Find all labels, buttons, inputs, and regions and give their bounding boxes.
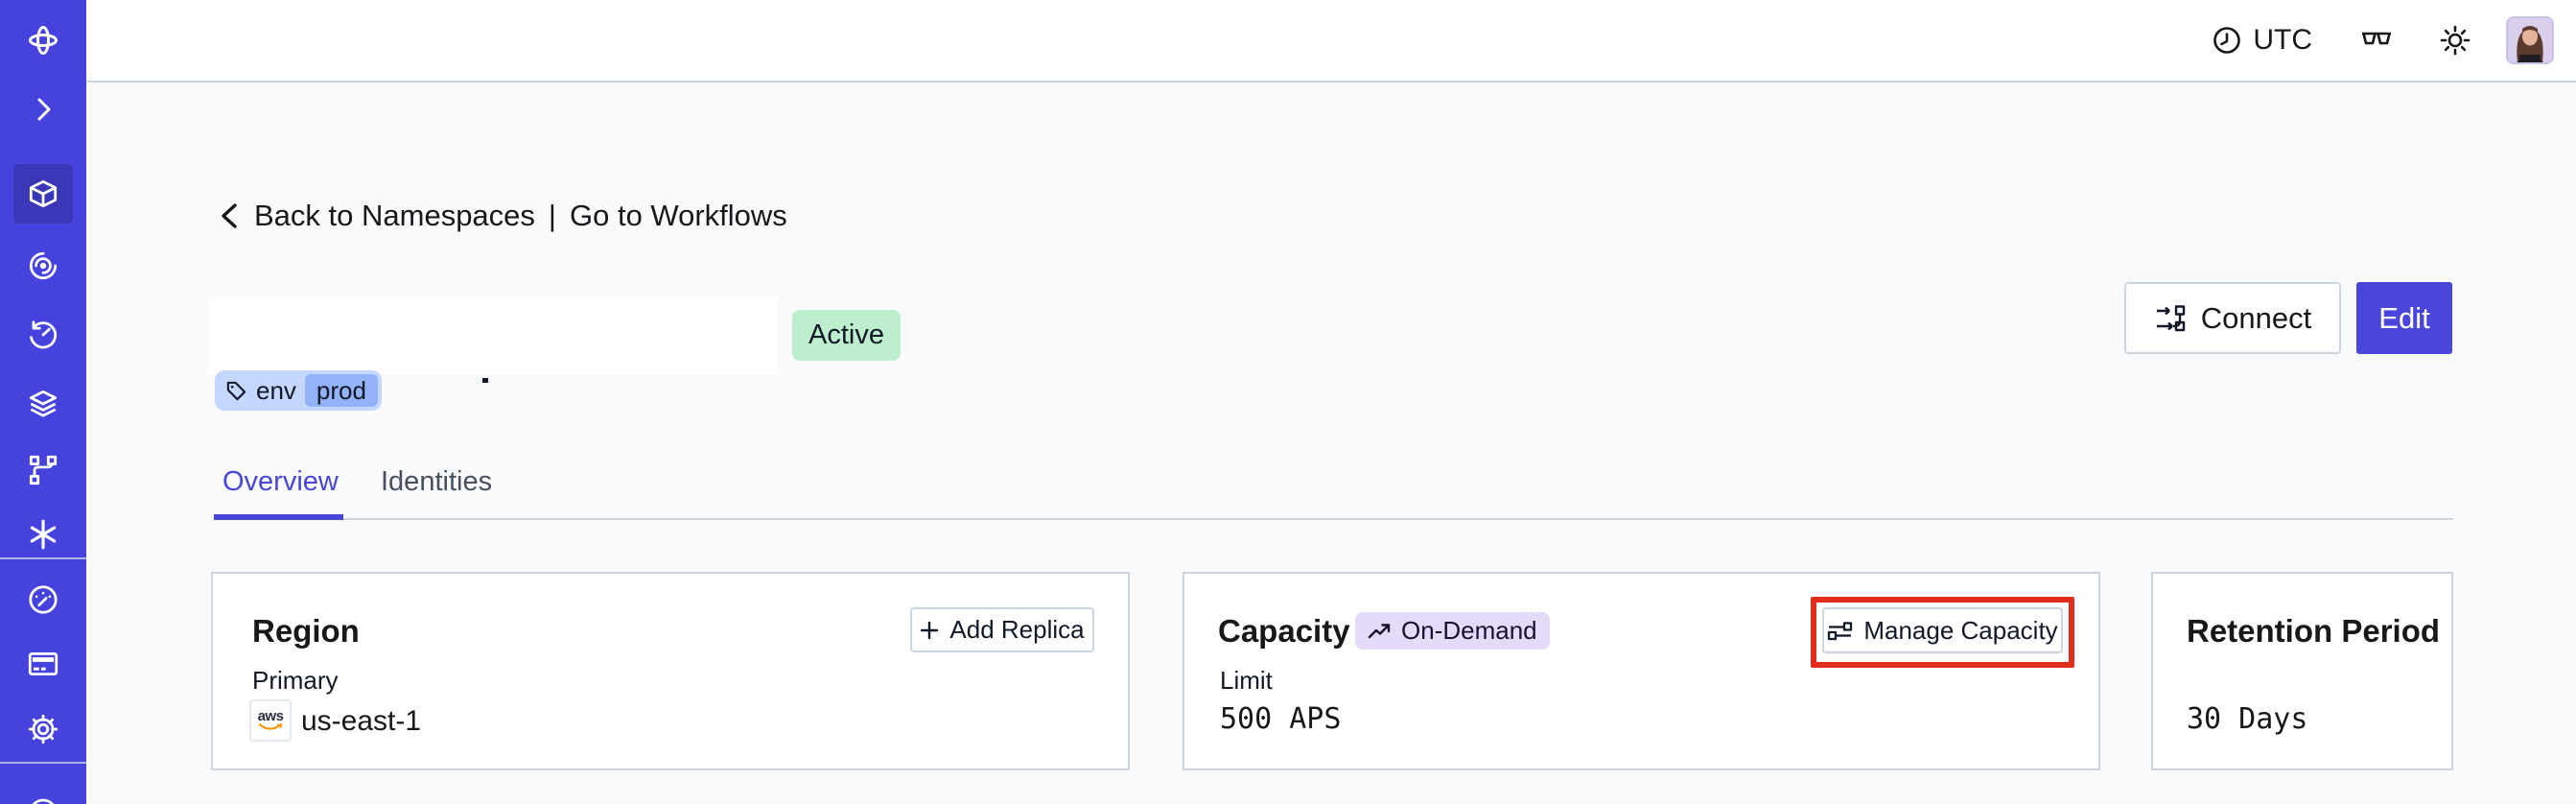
edit-button[interactable]: Edit xyxy=(2356,282,2452,354)
clock-icon xyxy=(2212,25,2242,56)
top-bar: UTC xyxy=(86,0,2576,83)
sidebar-item-pipelines[interactable] xyxy=(0,453,86,487)
timezone-label: UTC xyxy=(2253,24,2312,56)
go-to-workflows-link[interactable]: Go to Workflows xyxy=(569,199,787,232)
gauge-icon xyxy=(29,585,58,614)
tag-key: env xyxy=(256,375,296,405)
sidebar-item-stacks[interactable] xyxy=(0,387,86,421)
sidebar-item-spiral[interactable] xyxy=(0,248,86,283)
tag-icon xyxy=(225,380,247,402)
sidebar-item-billing[interactable] xyxy=(0,647,86,681)
breadcrumb-separator: | xyxy=(548,199,556,232)
tag-value: prod xyxy=(316,375,366,405)
capacity-value: 500 APS xyxy=(1220,702,1342,736)
sidebar-item-schedules[interactable] xyxy=(0,318,86,352)
asterisk-icon xyxy=(30,519,57,550)
namespace-title-dot xyxy=(482,378,488,383)
capacity-card xyxy=(1183,572,2100,770)
temporal-logo[interactable] xyxy=(0,23,86,58)
aws-logo: aws xyxy=(257,708,284,724)
highlight-annotation-box xyxy=(1811,597,2074,668)
sidebar-item-namespaces[interactable] xyxy=(13,164,73,224)
retention-card xyxy=(2151,572,2453,770)
ondemand-label: On-Demand xyxy=(1401,616,1537,645)
gear-icon xyxy=(28,714,59,745)
trend-up-icon xyxy=(1368,622,1393,641)
add-replica-button[interactable]: Add Replica xyxy=(910,607,1094,652)
edit-label: Edit xyxy=(2378,300,2430,335)
connect-label: Connect xyxy=(2200,300,2312,335)
status-badge: Active xyxy=(792,310,901,361)
sun-icon[interactable] xyxy=(2439,24,2471,57)
sidebar-item-settings[interactable] xyxy=(0,712,86,746)
namespace-title-redacted xyxy=(208,296,778,374)
ondemand-badge: On-Demand xyxy=(1355,612,1550,650)
connect-icon xyxy=(2154,302,2187,335)
retention-card-title: Retention Period xyxy=(2187,613,2441,649)
timezone-button[interactable]: UTC xyxy=(2212,24,2312,57)
layers-icon xyxy=(29,390,58,417)
sidebar-divider xyxy=(0,557,86,559)
tab-identities[interactable]: Identities xyxy=(381,466,493,497)
capacity-card-title: Capacity xyxy=(1218,613,1350,649)
credit-card-icon xyxy=(28,652,59,675)
user-avatar[interactable] xyxy=(2506,16,2554,64)
sidebar-item-support[interactable] xyxy=(0,792,86,804)
tab-overview[interactable]: Overview xyxy=(222,466,339,497)
capacity-row-label: Limit xyxy=(1220,666,1273,695)
back-to-namespaces-link[interactable]: Back to Namespaces xyxy=(254,199,535,232)
sidebar-divider xyxy=(0,762,86,764)
glasses-icon[interactable] xyxy=(2359,27,2394,54)
region-card-title: Region xyxy=(252,613,360,649)
sidebar-nav xyxy=(0,0,86,804)
add-replica-label: Add Replica xyxy=(949,615,1085,644)
connect-button[interactable]: Connect xyxy=(2124,282,2341,354)
branch-icon xyxy=(29,455,58,485)
region-value: us-east-1 xyxy=(301,705,422,737)
sliders-icon xyxy=(1827,618,1853,644)
active-tab-underline xyxy=(214,514,343,520)
retention-value: 30 Days xyxy=(2187,702,2308,736)
cube-icon xyxy=(29,179,58,208)
history-clock-icon xyxy=(30,320,58,349)
sidebar-item-nexus[interactable] xyxy=(0,517,86,552)
circle-icon-partial xyxy=(32,798,55,804)
tabs-baseline xyxy=(214,518,2453,520)
spiral-icon xyxy=(29,251,58,280)
manage-capacity-button[interactable]: Manage Capacity xyxy=(1822,607,2063,653)
sidebar-item-usage[interactable] xyxy=(0,582,86,617)
namespace-tag: env prod xyxy=(215,370,382,411)
plus-icon xyxy=(920,621,939,640)
region-row-label: Primary xyxy=(252,666,339,695)
breadcrumb: Back to Namespaces | Go to Workflows xyxy=(218,197,787,235)
aws-smile-icon xyxy=(258,722,283,730)
chevron-right-icon[interactable] xyxy=(0,92,86,127)
aws-provider-badge: aws xyxy=(249,699,292,742)
manage-capacity-label: Manage Capacity xyxy=(1863,615,2058,645)
chevron-left-icon[interactable] xyxy=(218,201,241,231)
region-card xyxy=(211,572,1130,770)
tag-value-pill: prod xyxy=(304,374,378,407)
